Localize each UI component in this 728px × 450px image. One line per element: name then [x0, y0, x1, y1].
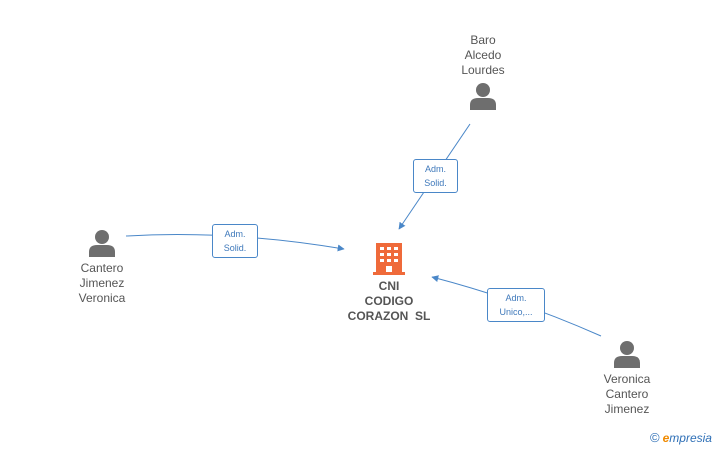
relation-label-line-1: Adm.: [505, 293, 527, 303]
company-node[interactable]: CNI CODIGO CORAZON SL: [329, 239, 449, 324]
brand-logo-initial: e: [662, 431, 670, 445]
relation-label-veronica[interactable]: Adm. Unico,...: [487, 288, 545, 322]
person-name-line-1: Veronica: [603, 372, 651, 386]
person-node-veronica[interactable]: Veronica Cantero Jimenez: [567, 340, 687, 417]
company-name-line-3: CORAZON SL: [347, 309, 431, 323]
relation-label-cantero[interactable]: Adm. Solid.: [212, 224, 258, 258]
person-node-cantero[interactable]: Cantero Jimenez Veronica: [42, 229, 162, 306]
person-name-line-2: Alcedo: [464, 48, 502, 62]
person-name-line-1: Cantero: [80, 261, 124, 275]
relation-label-baro[interactable]: Adm. Solid.: [413, 159, 458, 193]
person-name-line-3: Jimenez: [604, 402, 650, 416]
person-node-baro[interactable]: Baro Alcedo Lourdes: [423, 33, 543, 110]
brand-watermark: ©empresia: [650, 430, 712, 445]
company-name-line-1: CNI: [378, 279, 400, 293]
person-icon: [614, 341, 640, 368]
relation-label-line-1: Adm.: [424, 164, 446, 174]
person-icon: [470, 83, 496, 110]
building-icon: [373, 243, 405, 275]
person-name-line-3: Lourdes: [461, 63, 505, 77]
person-name-line-3: Veronica: [78, 291, 126, 305]
relation-label-line-2: Solid.: [424, 178, 447, 188]
person-name-line-2: Cantero: [605, 387, 649, 401]
person-name-line-2: Jimenez: [79, 276, 125, 290]
person-name-line-1: Baro: [470, 33, 496, 47]
person-icon: [89, 230, 115, 257]
company-name-line-2: CODIGO: [364, 294, 414, 308]
copyright-icon: ©: [650, 430, 660, 445]
relation-label-line-2: Unico,...: [499, 307, 533, 317]
brand-logo-text: mpresia: [669, 431, 712, 445]
relation-label-line-1: Adm.: [224, 229, 246, 239]
relation-label-line-2: Solid.: [223, 243, 247, 253]
